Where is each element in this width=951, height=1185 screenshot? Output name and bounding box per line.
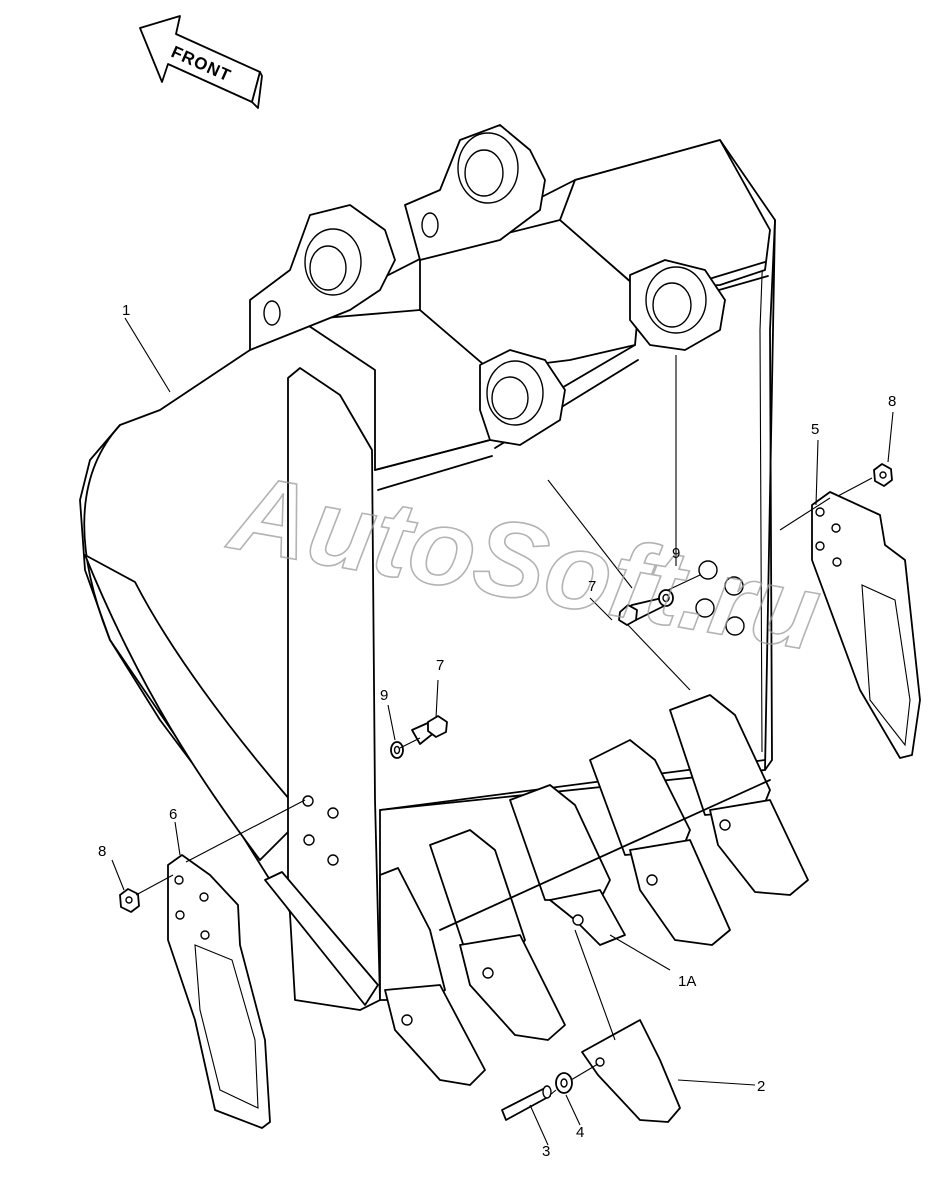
side-cutter-right: [811, 491, 921, 759]
tooth-4: [589, 739, 731, 946]
tooth-3: [509, 784, 626, 946]
callout-3: 3: [542, 1143, 550, 1160]
callout-4: 4: [576, 1124, 584, 1141]
nut-right: [873, 463, 893, 487]
tooth-2: [429, 829, 566, 1041]
tooth-1: [379, 867, 486, 1086]
callout-5: 5: [811, 421, 819, 438]
callout-1: 1: [122, 302, 130, 319]
callout-9-left: 9: [380, 687, 388, 704]
washer-center: [658, 589, 674, 607]
callout-1A: 1A: [678, 973, 696, 990]
bucket-body: [79, 124, 776, 1011]
callout-6: 6: [169, 806, 177, 823]
tooth-pin: [501, 1085, 552, 1121]
callout-7-center: 7: [588, 578, 596, 595]
callout-8-right: 8: [888, 393, 896, 410]
leader-lines: [111, 317, 894, 1146]
callout-7-left: 7: [436, 657, 444, 674]
washer-left: [390, 741, 404, 759]
callout-8-left: 8: [98, 843, 106, 860]
callout-2: 2: [757, 1078, 765, 1095]
front-arrow: FRONT: [139, 15, 263, 109]
pin-washer: [555, 1072, 573, 1094]
callout-9-center: 9: [672, 545, 680, 562]
tooth-5: [669, 694, 809, 896]
side-cutter-left: [167, 854, 271, 1129]
bucket-teeth-row: [379, 694, 809, 1086]
nut-left: [119, 888, 140, 913]
loose-tooth: [581, 1019, 681, 1123]
callouts: 1 5 8 9 7 7 9 6 8 1A 2 4 3: [98, 302, 896, 1160]
